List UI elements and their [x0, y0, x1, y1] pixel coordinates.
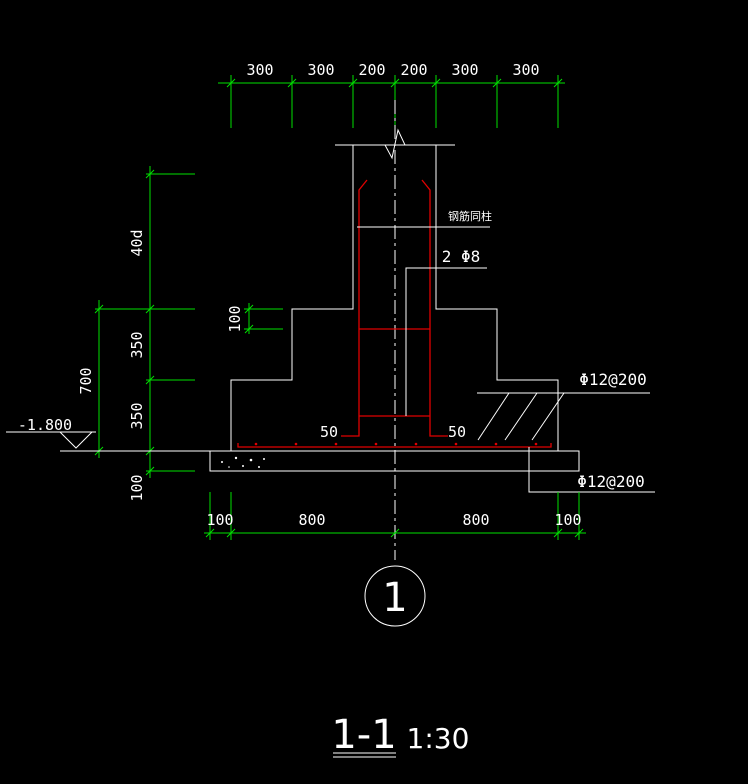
top-dimension-chain: 300 300 200 200 300 300: [218, 61, 565, 128]
top-dim-1: 300: [246, 61, 273, 79]
column-bar-left: [341, 179, 368, 437]
section-name: 1-1: [331, 712, 396, 758]
top-dim-4: 200: [400, 61, 427, 79]
column-bar-right: [421, 179, 448, 437]
top-dim-2: 300: [307, 61, 334, 79]
section-title: 1-1 1:30: [331, 712, 469, 758]
elevation-mark: -1.800: [6, 416, 210, 452]
bottom-dimension-chain: 100 800 800 100: [204, 492, 586, 540]
hook-dim-right: 50: [448, 423, 466, 441]
left-dimension-chain: 40d 350 350 100 700 100: [77, 166, 283, 502]
left-dim-40d: 40d: [128, 229, 146, 256]
left-dim-350-lower: 350: [128, 402, 146, 429]
left-dim-100: 100: [128, 474, 146, 501]
annotations: 钢筋同柱 2 Φ8 Φ12@200 Φ12@200: [357, 209, 655, 493]
step-dim-100: 100: [226, 305, 244, 332]
bottom-dim-3: 800: [462, 511, 489, 529]
hook-dim-left: 50: [320, 423, 338, 441]
column-note: 钢筋同柱: [448, 209, 492, 223]
left-dim-350-upper: 350: [128, 331, 146, 358]
bottom-dim-2: 800: [298, 511, 325, 529]
left-dim-700: 700: [77, 367, 95, 394]
rebar-top-label: Φ12@200: [579, 370, 646, 389]
elevation-label: -1.800: [18, 416, 72, 434]
stirrup-label: 2 Φ8: [442, 247, 481, 266]
rebar: [237, 179, 552, 448]
bottom-mesh-bar: [237, 443, 552, 448]
top-dim-3: 200: [358, 61, 385, 79]
axis-marker: 1: [364, 565, 426, 627]
top-dim-5: 300: [451, 61, 478, 79]
top-dim-6: 300: [512, 61, 539, 79]
bottom-dim-1: 100: [206, 511, 233, 529]
axis-marker-number: 1: [382, 575, 407, 621]
bottom-dim-4: 100: [554, 511, 581, 529]
cushion-hatch: [221, 456, 265, 468]
section-scale: 1:30: [407, 722, 470, 755]
rebar-bottom-label: Φ12@200: [577, 472, 644, 491]
